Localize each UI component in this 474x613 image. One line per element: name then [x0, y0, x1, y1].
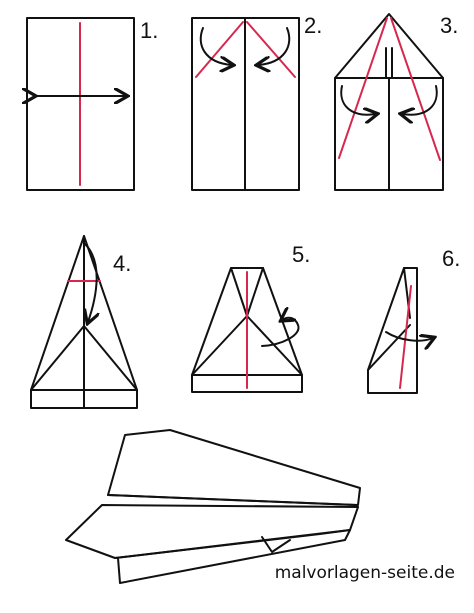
airplane-keel: [117, 529, 351, 584]
step-4-number: 4.: [113, 251, 131, 276]
step-3-right-arrow: [402, 85, 438, 115]
step-4-right-flap-edge: [83, 325, 138, 391]
step-6-paper-outline: [367, 267, 418, 394]
airplane-fuselage-edge: [114, 529, 351, 559]
step-6: 6.: [367, 246, 460, 394]
step-2-right-fold-line: [246, 21, 296, 78]
step-3-paper-outline: [334, 13, 444, 191]
step-2-left-arrow: [199, 27, 232, 65]
step-5-left-tip-edge: [230, 267, 248, 317]
airplane-tail-joint: [354, 504, 359, 508]
finished-airplane: [65, 429, 361, 584]
step-3-left-fold-line: [338, 17, 388, 159]
step-3-right-fold-line: [390, 17, 441, 161]
website-credit: malvorlagen-seite.de: [275, 563, 455, 583]
step-4-left-flap-edge: [30, 325, 85, 391]
step-5-number: 5.: [292, 242, 310, 267]
step-5-turn-arrow: [261, 318, 300, 347]
step-4-down-arrow: [85, 243, 97, 322]
step-1: 1.: [26, 17, 158, 191]
step-6-fold-line: [399, 285, 412, 389]
airplane-upper-wing: [107, 429, 361, 506]
step-2-left-fold-line: [195, 21, 244, 78]
step-5-right-tip-edge: [246, 267, 264, 317]
airplane-keel-notch: [261, 536, 291, 553]
step-2-number: 2.: [304, 13, 322, 38]
step-5-right-flap-edge: [246, 315, 303, 376]
step-3-number: 3.: [440, 13, 458, 38]
airplane-lower-wing: [65, 504, 359, 559]
step-2: 2.: [191, 13, 322, 191]
step-6-number: 6.: [442, 246, 460, 271]
step-6-flap-edge: [367, 324, 411, 371]
step-5: 5.: [191, 242, 310, 393]
airplane-wing-edge: [107, 494, 356, 506]
step-3-left-arrow: [340, 85, 376, 115]
step-3: 3.: [334, 13, 458, 191]
step-6-fold-arrow: [385, 331, 433, 341]
step-4: 4.: [30, 235, 138, 409]
step-1-number: 1.: [140, 18, 158, 43]
step-5-left-flap-edge: [191, 315, 248, 376]
step-1-paper-sheet: [26, 17, 135, 191]
step-2-right-arrow: [258, 27, 291, 65]
